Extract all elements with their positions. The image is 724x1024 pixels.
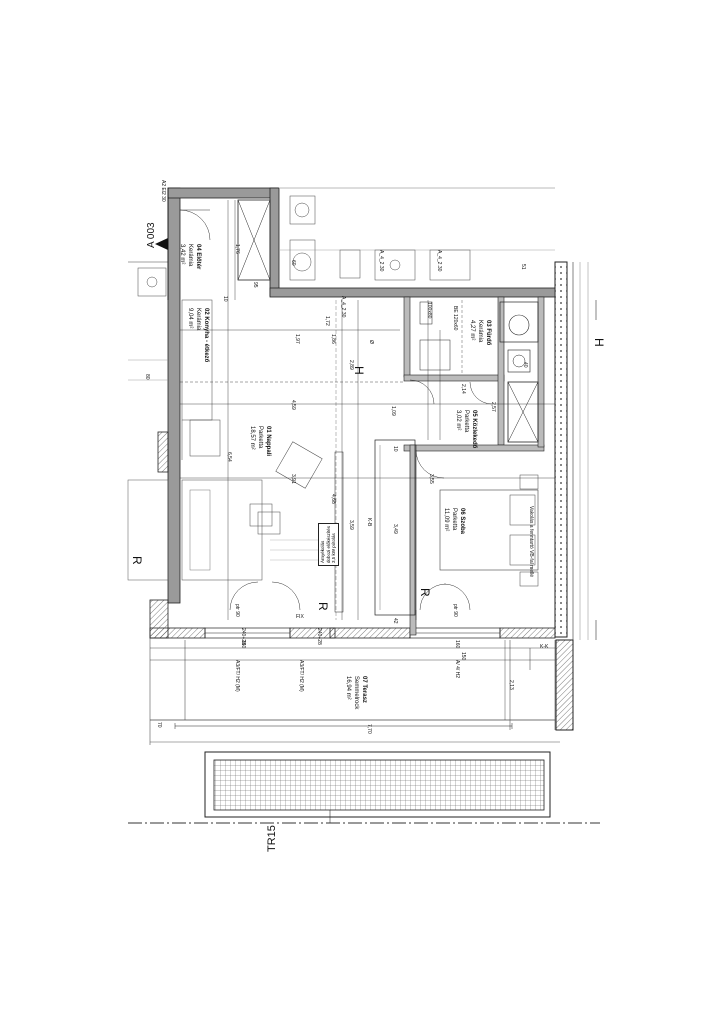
room-area: 4,27 m²: [469, 320, 475, 341]
dim-label: 95: [252, 282, 258, 288]
dim-label: 3,91: [290, 474, 296, 484]
radiator-mark: R: [418, 588, 432, 597]
interior-walls: [334, 296, 545, 636]
dim-label: 2,13: [508, 680, 514, 690]
dim-label: 42: [392, 618, 398, 624]
dimension-lines: [150, 200, 555, 720]
room-name: 02 Konyha - étkező: [203, 308, 209, 363]
radiator-mark: R: [316, 602, 330, 611]
room-floor: Parketta: [463, 410, 469, 433]
room-area: 16,94 m²: [345, 676, 351, 700]
room-area: 3,02 m²: [455, 410, 461, 431]
room-name: 01 Nappali: [265, 426, 271, 457]
shading-note: Árnyékolás dobozi előkészítés 3,5 kW pót…: [318, 522, 339, 566]
room-label-eloter: 04 Előtér Kerámia 3,42 m²: [178, 244, 202, 269]
dim-label: 4,68: [330, 494, 336, 504]
dim-label: 2,14: [460, 384, 466, 394]
room-name: 06 Szoba: [459, 508, 465, 535]
fix-tag: FIX: [296, 614, 304, 620]
room-floor: Kerámia: [187, 244, 193, 267]
room-name: 04 Előtér: [195, 244, 201, 270]
dim-label: 160: [454, 640, 460, 649]
radiator-mark: R: [130, 556, 144, 565]
grid-axis-label: TR15: [266, 825, 278, 852]
room-floor: Kerámia: [477, 320, 483, 343]
dim-label: 240+28: [316, 628, 322, 645]
wall-code: A_4_2.30: [436, 250, 442, 272]
dim-label: 1,09: [390, 406, 396, 416]
dim-label: 7,70: [366, 724, 372, 734]
door-code: A3/FT/ H2 (M): [234, 660, 240, 692]
kk-tag: K-K: [540, 644, 549, 650]
section-marker: [155, 188, 169, 300]
room-floor: Semmelrock: [353, 676, 359, 710]
dim-label: 70: [156, 722, 162, 728]
plaster-note: Vakolás a fenntartó VB-fal mellé: [528, 506, 534, 578]
dim-label: 1,72: [324, 316, 330, 326]
room-floor: Parketta: [257, 426, 263, 449]
room-area: 11,09 m²: [443, 508, 449, 532]
dim-label: 4,59: [290, 400, 296, 410]
dim-label: 1,76: [234, 244, 240, 254]
room-name: 05 Közlekedő: [471, 410, 477, 449]
room-area: 18,57 m²: [249, 426, 255, 450]
dim-label: 3,59: [348, 520, 354, 530]
dim-label: 1,86: [330, 334, 336, 344]
h-mark: H: [592, 338, 606, 347]
ptr-tag: ptr 90: [452, 604, 458, 617]
room-label-terasz: 07 Terasz Semmelrock 16,94 m²: [344, 676, 368, 709]
dim-label: 240+28: [240, 628, 246, 645]
doors: [179, 209, 493, 611]
dim-label: 150: [460, 652, 466, 661]
kb-tag: K-B: [366, 518, 372, 527]
planter: [204, 751, 551, 818]
exterior-walls: [149, 187, 556, 639]
room-label-furdo: 03 Fürdő Kerámia 4,27 m²: [468, 320, 492, 345]
neighbour-top: [280, 187, 555, 281]
room-label-kozlekedo: 05 Közlekedő Parketta 3,02 m²: [454, 410, 478, 448]
be-tag: BE 120x60: [452, 306, 458, 331]
room-label-szoba: 06 Szoba Parketta 11,09 m²: [442, 508, 466, 534]
room-area: 3,42 m²: [179, 244, 185, 265]
right-facade: [554, 261, 597, 731]
room-name: 07 Terasz: [361, 676, 367, 703]
dim-label: 60: [290, 260, 296, 266]
wall-code: A_4_2.30: [340, 296, 346, 318]
dim-label: 2,57: [490, 402, 496, 412]
dim-label: 10: [222, 296, 228, 302]
note-line: 3,5 kW pótolás: [331, 533, 336, 563]
room-floor: Kerámia: [195, 308, 201, 331]
dim-label: 1,97: [294, 334, 300, 344]
bathroom-fixtures: [419, 300, 539, 375]
dim-label: 3,55: [428, 474, 434, 484]
door-code: A3/FT/ H2 (M): [298, 660, 304, 692]
h-mark: H: [352, 366, 366, 375]
furniture: [181, 299, 539, 587]
shower-size: 100x80: [426, 302, 432, 319]
dim-label: 10: [392, 446, 398, 452]
dim-label: 51: [520, 264, 526, 270]
ptr-tag: ptr 90: [234, 604, 240, 617]
diameter-tag: Ø: [368, 340, 374, 344]
section-ref-top: A2 El2 30: [160, 180, 166, 202]
neighbour-left: [127, 261, 169, 581]
room-label-nappali: 01 Nappali Parketta 18,57 m²: [248, 426, 272, 456]
room-floor: Parketta: [451, 508, 457, 531]
dim-label: 40: [522, 362, 528, 368]
room-label-konyha: 02 Konyha - étkező Kerámia 9,04 m²: [186, 308, 210, 362]
room-area: 9,04 m²: [187, 308, 193, 329]
storage-closet: [237, 199, 539, 443]
section-ref[interactable]: A 003: [146, 222, 157, 248]
dim-label: 80: [144, 374, 150, 380]
dim-label: 3,49: [392, 524, 398, 534]
wall-code: A_4_2.30: [378, 250, 384, 272]
terrace-outline: [149, 638, 560, 745]
dim-label: 6,54: [226, 452, 232, 462]
room-name: 03 Fürdő: [485, 320, 491, 346]
door-code: A/ 4/ H2: [454, 660, 460, 679]
